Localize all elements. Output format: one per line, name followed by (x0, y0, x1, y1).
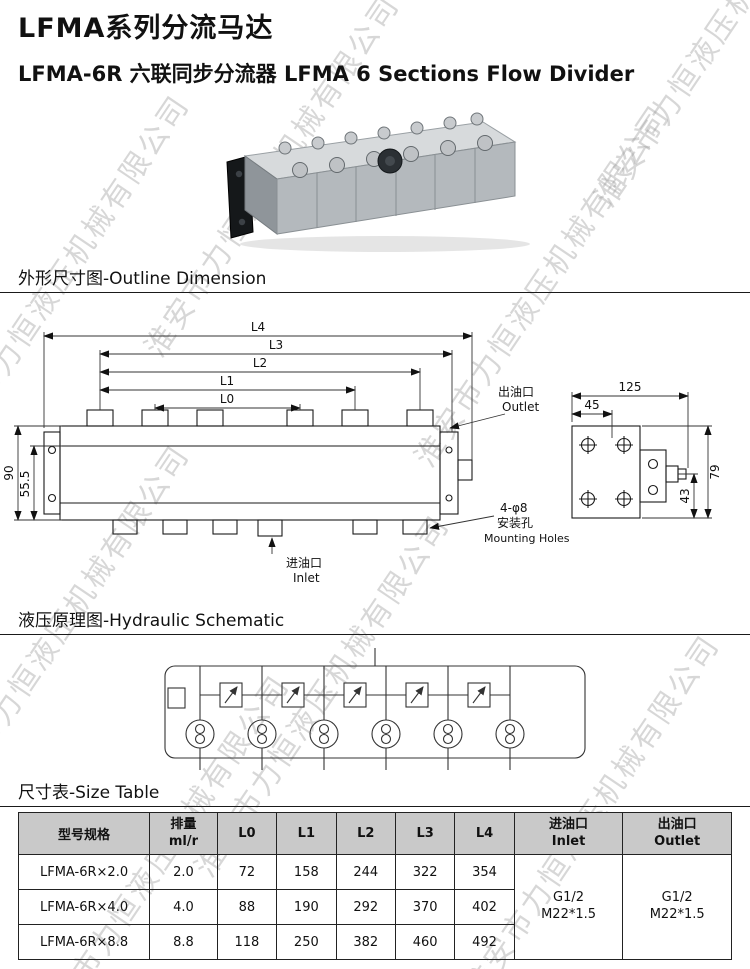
dim-label-l4: L4 (251, 320, 265, 334)
cell-inlet-spec: G1/2 M22*1.5 (513, 854, 624, 960)
product-photo (215, 104, 535, 263)
dim-label-125: 125 (619, 380, 642, 394)
col-header-displacement: 排量 ml/r (149, 812, 218, 855)
section-rule (0, 634, 750, 635)
section-rule (0, 806, 750, 807)
size-table-row: LFMA-6R×8.8 8.8 118 250 382 460 492 (17, 924, 732, 960)
size-table-header-row: 型号规格 排量 ml/r L0 L1 L2 L3 L4 进油口 Inlet (17, 812, 732, 855)
section-rule (0, 292, 750, 293)
cell-l1: 158 (276, 854, 337, 890)
dim-label-45: 45 (584, 398, 599, 412)
dim-label-79: 79 (708, 464, 722, 479)
cell-model: LFMA-6R×8.8 (17, 924, 151, 960)
hydraulic-schematic-svg (164, 648, 586, 770)
cell-l2: 292 (335, 889, 396, 925)
col-header-l2: L2 (335, 812, 396, 855)
col-header-outlet: 出油口 Outlet (622, 812, 732, 855)
dim-label-l1: L1 (220, 374, 234, 388)
cell-l4: 402 (454, 889, 515, 925)
dim-label-l2: L2 (253, 356, 267, 370)
cell-displacement: 4.0 (149, 889, 218, 925)
cell-model: LFMA-6R×2.0 (17, 854, 151, 890)
size-table: 型号规格 排量 ml/r L0 L1 L2 L3 L4 进油口 Inlet (17, 812, 732, 960)
section-heading-outline: 外形尺寸图-Outline Dimension (18, 269, 267, 289)
callout-mounting-spec: 4-φ8 (500, 501, 528, 515)
cell-l3: 322 (394, 854, 456, 890)
col-header-l0: L0 (216, 812, 278, 855)
page-title: LFMA系列分流马达 (18, 13, 274, 44)
dim-label-43: 43 (678, 488, 692, 503)
outline-drawing: L4 L3 L2 L1 L0 90 55.5 125 45 79 43 出油口 … (0, 298, 750, 602)
cell-l3: 370 (394, 889, 456, 925)
hydraulic-schematic (0, 638, 750, 780)
dim-label-l3: L3 (269, 338, 283, 352)
product-subtitle: LFMA-6R 六联同步分流器 LFMA 6 Sections Flow Div… (18, 62, 635, 86)
col-header-l4: L4 (454, 812, 515, 855)
cell-l2: 382 (335, 924, 396, 960)
callout-outlet-en: Outlet (502, 400, 539, 414)
cell-l0: 118 (216, 924, 278, 960)
callout-inlet-cn: 进油口 (286, 556, 322, 570)
col-header-inlet: 进油口 Inlet (513, 812, 624, 855)
cell-l0: 72 (216, 854, 278, 890)
dim-label-55-5: 55.5 (18, 471, 32, 498)
callout-inlet-en: Inlet (293, 571, 320, 585)
callout-outlet-cn: 出油口 (498, 385, 534, 399)
dim-label-l0: L0 (220, 392, 234, 406)
cell-l1: 250 (276, 924, 337, 960)
col-header-l3: L3 (394, 812, 456, 855)
cell-l1: 190 (276, 889, 337, 925)
cell-displacement: 2.0 (149, 854, 218, 890)
product-photo-illustration (226, 112, 530, 252)
cell-l0: 88 (216, 889, 278, 925)
dim-label-90: 90 (2, 465, 16, 480)
col-header-model: 型号规格 (17, 812, 151, 855)
size-table-row: LFMA-6R×4.0 4.0 88 190 292 370 402 (17, 889, 732, 925)
callout-mounting-cn: 安装孔 (497, 515, 533, 530)
section-heading-size-table: 尺寸表-Size Table (18, 783, 160, 803)
cell-model: LFMA-6R×4.0 (17, 889, 151, 925)
cell-displacement: 8.8 (149, 924, 218, 960)
cell-l4: 354 (454, 854, 515, 890)
cell-l2: 244 (335, 854, 396, 890)
outline-drawing-svg: L4 L3 L2 L1 L0 90 55.5 125 45 79 43 出油口 … (2, 320, 722, 585)
section-heading-schematic: 液压原理图-Hydraulic Schematic (18, 611, 285, 631)
cell-l3: 460 (394, 924, 456, 960)
col-header-l1: L1 (276, 812, 337, 855)
callout-mounting-en: Mounting Holes (484, 532, 570, 545)
cell-l4: 492 (454, 924, 515, 960)
size-table-row: LFMA-6R×2.0 2.0 72 158 244 322 354 G1/2 … (17, 854, 732, 960)
cell-outlet-spec: G1/2 M22*1.5 (622, 854, 732, 960)
